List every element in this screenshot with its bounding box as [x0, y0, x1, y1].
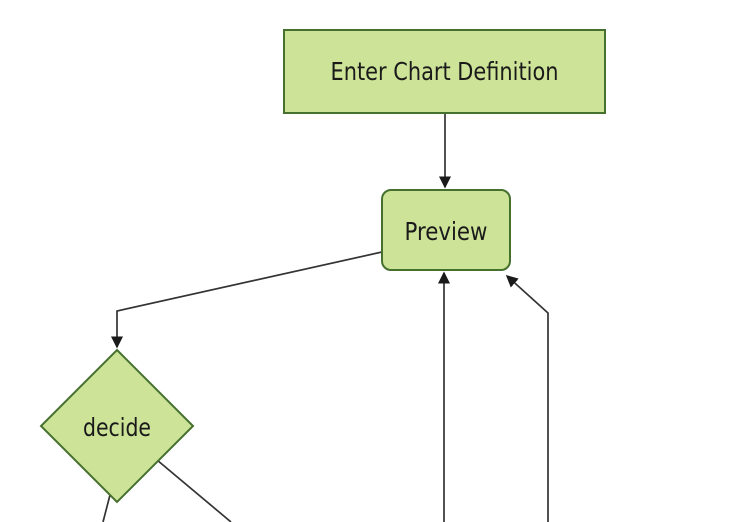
- node-decide-label: decide: [83, 413, 151, 442]
- node-enter-chart-definition-label: Enter Chart Definition: [331, 57, 559, 86]
- node-enter-chart-definition-shape: [283, 29, 606, 114]
- edge-offscreen-bottom-right-to-preview: [505, 274, 549, 522]
- edge-preview-to-decide: [111, 251, 383, 349]
- node-preview-label: Preview: [405, 217, 488, 246]
- node-decide-shape: [39, 348, 195, 504]
- edge-decide-to-offscreen-bottom-left: [102, 494, 111, 522]
- node-enter-chart-definition: Enter Chart Definition: [283, 29, 606, 114]
- node-preview-shape: [381, 189, 511, 271]
- edge-decide-to-offscreen-bottom-right: [156, 459, 232, 522]
- node-preview: Preview: [381, 189, 511, 271]
- node-decide: decide: [39, 348, 195, 504]
- edge-layer: [102, 113, 549, 522]
